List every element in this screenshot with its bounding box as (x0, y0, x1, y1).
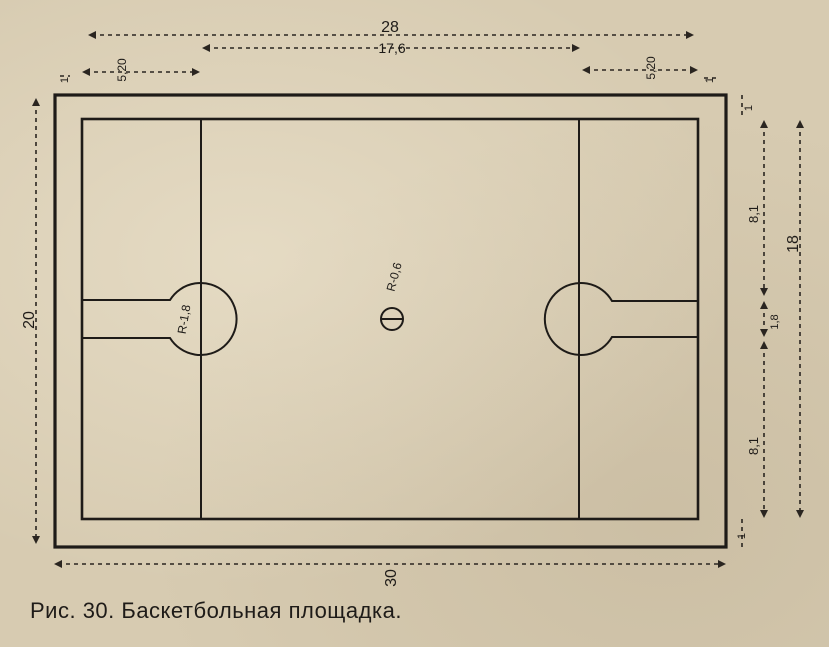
label-20: 20 (21, 311, 38, 329)
dimension-right-upper-8-1 (760, 120, 768, 296)
label-circle-radius: R-1,8 (175, 303, 194, 335)
label-small-margin-right: 1 (704, 77, 716, 83)
right-restricted-area (543, 282, 698, 356)
left-restricted-area (82, 282, 238, 356)
dimension-top-28 (88, 31, 694, 39)
dimension-bottom-30 (54, 560, 726, 568)
dimension-right-18 (796, 120, 804, 518)
label-margin-top-1: 1 (743, 105, 755, 111)
dimension-lane-1-8 (760, 301, 768, 337)
label-18: 18 (785, 235, 802, 253)
dimension-right-lower-8-1 (760, 341, 768, 518)
label-small-margin-left: 1 (59, 77, 71, 83)
inner-court (80, 117, 700, 521)
label-margin-bottom-1: 1 (736, 533, 748, 539)
label-17-6: 17,6 (378, 40, 405, 56)
label-30: 30 (383, 569, 400, 587)
label-center-radius: R-0,6 (384, 261, 405, 293)
label-right-lower-8-1: 8,1 (746, 437, 761, 455)
label-left-5-20: 5,20 (115, 58, 129, 82)
outer-boundary (53, 93, 728, 549)
center-circle (380, 307, 404, 331)
dimension-left-20 (32, 98, 40, 544)
label-28: 28 (381, 19, 399, 36)
dimension-right-5-20 (582, 66, 698, 74)
label-right-upper-8-1: 8,1 (746, 205, 761, 223)
dimension-left-5-20 (82, 68, 200, 76)
dimension-17-6 (202, 44, 580, 52)
figure-caption: Рис. 30. Баскетбольная площадка. (30, 598, 402, 623)
label-right-5-20: 5,20 (644, 56, 658, 80)
label-lane-1-8: 1,8 (769, 314, 781, 329)
